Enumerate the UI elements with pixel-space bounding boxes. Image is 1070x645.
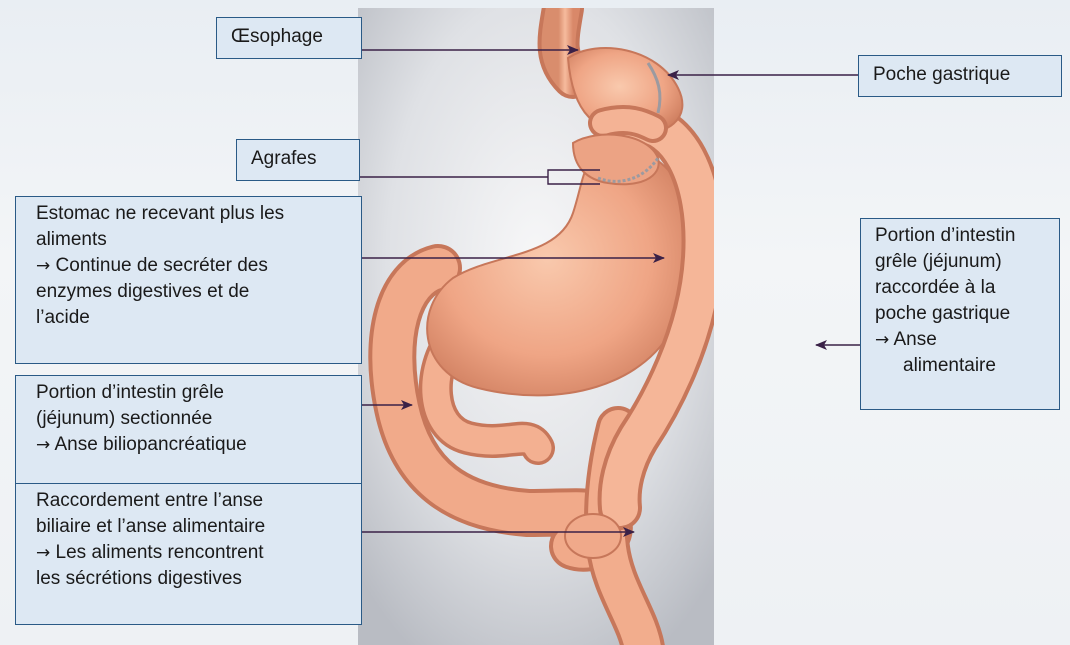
label-agrafes-text: Agrafes <box>251 146 345 172</box>
raccordement-line-3: → Les aliments rencontrent <box>36 540 353 566</box>
anse-bilio-line-3-text: Anse biliopancréatique <box>54 434 246 455</box>
raccordement-line-2: biliaire et l’anse alimentaire <box>36 514 353 540</box>
label-raccordement: Raccordement entre l’anse biliaire et l’… <box>15 483 362 625</box>
anse-bilio-line-2: (jéjunum) sectionnée <box>36 406 353 432</box>
label-anse-alimentaire: Portion d’intestin grêle (jéjunum) racco… <box>860 218 1060 410</box>
arrow-right-icon: → <box>36 543 50 563</box>
estomac-line-3: → Continue de secréter des <box>36 253 353 279</box>
anse-bilio-line-3: → Anse biliopancréatique <box>36 432 353 458</box>
estomac-line-3-text: Continue de secréter des <box>56 255 268 276</box>
arrow-right-icon: → <box>36 256 50 276</box>
raccordement-line-4: les sécrétions digestives <box>36 566 353 592</box>
anse-alim-line-4: poche gastrique <box>875 301 1051 327</box>
estomac-line-2: aliments <box>36 227 353 253</box>
label-oesophage-text: Œsophage <box>231 24 347 50</box>
anse-alim-line-5-text: Anse <box>893 329 936 350</box>
label-poche-gastrique: Poche gastrique <box>858 55 1062 97</box>
estomac-line-4: enzymes digestives et de <box>36 279 353 305</box>
arrow-right-icon: → <box>36 435 50 455</box>
anse-alim-line-1: Portion d’intestin <box>875 223 1051 249</box>
label-estomac: Estomac ne recevant plus les aliments → … <box>15 196 362 364</box>
estomac-line-5: l’acide <box>36 305 353 331</box>
arrow-agrafes-bracket <box>548 170 600 184</box>
anse-bilio-line-1: Portion d’intestin grêle <box>36 380 353 406</box>
anse-alim-line-3: raccordée à la <box>875 275 1051 301</box>
anse-alim-line-2: grêle (jéjunum) <box>875 249 1051 275</box>
arrow-right-icon: → <box>875 330 889 350</box>
anse-alim-line-5: → Anse <box>875 327 1051 353</box>
label-poche-gastrique-text: Poche gastrique <box>873 62 1047 88</box>
estomac-line-1: Estomac ne recevant plus les <box>36 201 353 227</box>
anse-alim-line-6: alimentaire <box>875 353 1051 379</box>
label-anse-bilio: Portion d’intestin grêle (jéjunum) secti… <box>15 375 362 484</box>
label-oesophage: Œsophage <box>216 17 362 59</box>
raccordement-line-1: Raccordement entre l’anse <box>36 488 353 514</box>
raccordement-line-3-text: Les aliments rencontrent <box>56 542 264 563</box>
label-agrafes: Agrafes <box>236 139 360 181</box>
